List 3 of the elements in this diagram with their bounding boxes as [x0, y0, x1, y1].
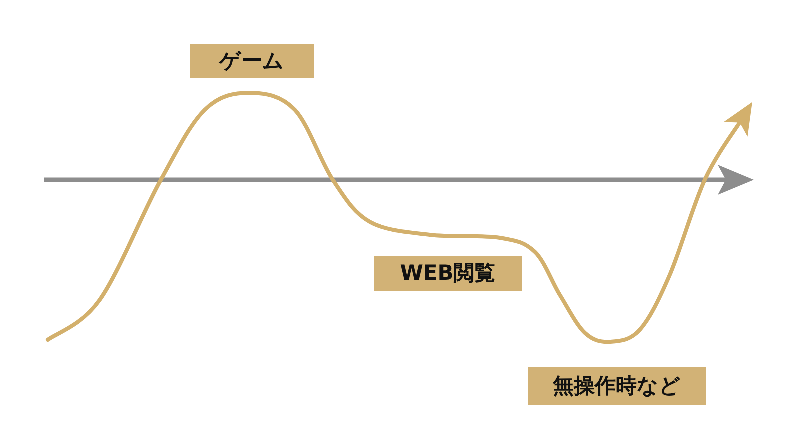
label-box: ゲーム	[190, 44, 314, 78]
label-box: 無操作時など	[528, 367, 706, 405]
label-box: WEB閲覧	[374, 256, 522, 291]
